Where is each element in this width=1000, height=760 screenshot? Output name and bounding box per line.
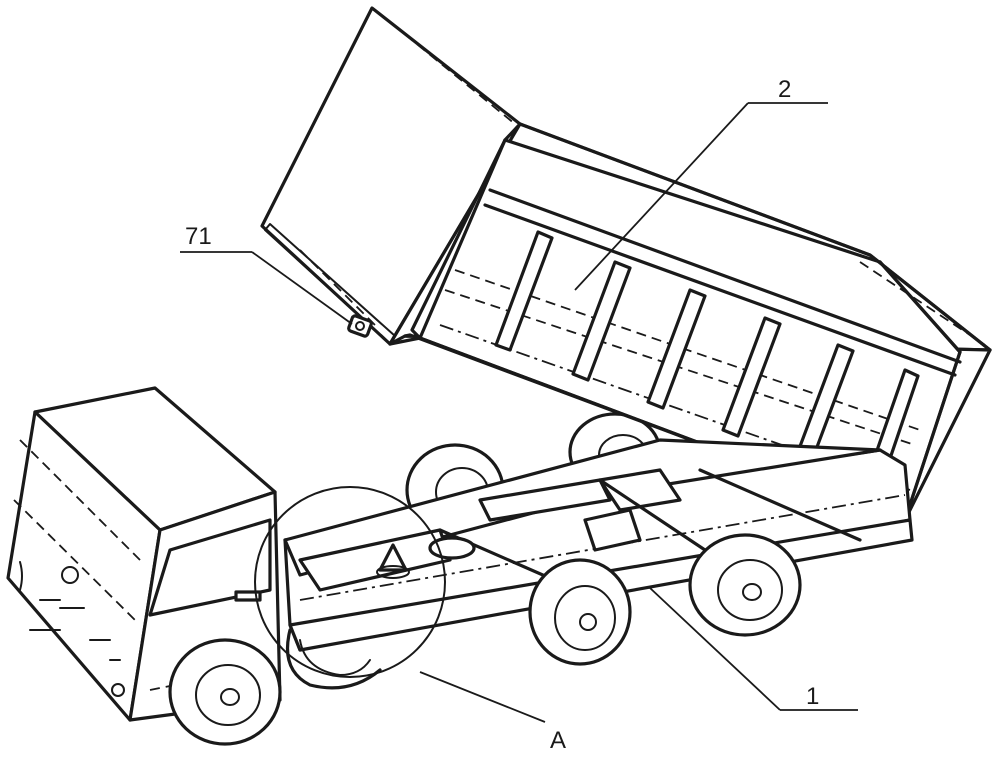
rear-wheel-near-right	[688, 533, 802, 637]
label-hinge-71: 71	[185, 223, 212, 250]
label-detail-a: A	[550, 727, 566, 754]
rear-wheel-near-left	[528, 558, 632, 666]
leader-lines	[180, 102, 858, 723]
label-frame-1: 1	[806, 683, 819, 710]
dump-body	[260, 6, 992, 522]
detail-circle-a	[254, 486, 446, 678]
body-ribs	[494, 230, 920, 490]
front-wheel	[168, 638, 282, 746]
detail-wheel	[285, 628, 382, 690]
label-body-2: 2	[778, 76, 791, 103]
